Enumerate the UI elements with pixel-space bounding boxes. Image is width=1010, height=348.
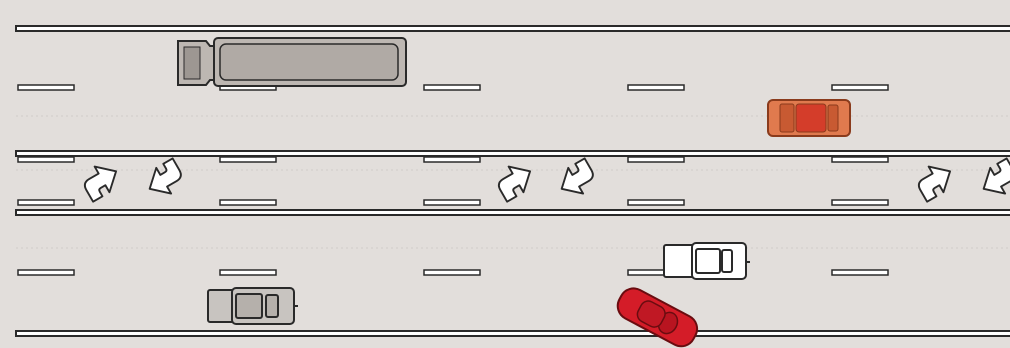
lane-dash-median-top <box>831 156 889 163</box>
left-turn-arrow-up-right-shape <box>83 165 118 203</box>
red-car-roof <box>636 300 666 328</box>
left-turn-arrow-down-left-icon <box>982 157 1010 195</box>
lane-dash-lower <box>219 269 277 276</box>
turn-arrows <box>83 157 1010 203</box>
truck-cab-window <box>183 46 201 80</box>
left-turn-arrow-down-left-icon <box>560 157 594 195</box>
gray-pickup-roof <box>235 293 263 319</box>
white-pickup[interactable] <box>663 242 750 280</box>
bottom-edge-line <box>15 330 1010 337</box>
gray-pickup-windshield <box>265 294 279 318</box>
lane-dash-upper <box>423 84 481 91</box>
lane-dash-upper <box>831 84 889 91</box>
orange-car-roof <box>795 103 827 133</box>
lane-markings <box>15 25 1010 337</box>
orange-car[interactable] <box>767 99 851 137</box>
lane-dash-median-top <box>627 156 685 163</box>
left-turn-arrow-down-left-icon <box>148 157 182 195</box>
left-turn-arrow-up-right-shape <box>917 165 952 203</box>
lane-dash-upper <box>627 84 685 91</box>
lane-dash-median-bottom <box>831 199 889 206</box>
lane-dash-median-bottom <box>219 199 277 206</box>
white-pickup-windshield <box>721 249 733 273</box>
semi-truck[interactable] <box>177 37 407 87</box>
white-pickup-roof <box>695 248 721 274</box>
orange-car-rear-window <box>827 104 839 132</box>
lane-dash-lower <box>831 269 889 276</box>
truck-trailer-roof <box>219 43 399 81</box>
lane-dash-median-bottom <box>627 199 685 206</box>
lane-dash-median-top <box>219 156 277 163</box>
lane-dash-median-bottom <box>17 199 75 206</box>
red-sports-car[interactable] <box>613 284 702 348</box>
left-turn-arrow-up-right-icon <box>497 165 532 203</box>
lane-dash-median-top <box>17 156 75 163</box>
left-turn-arrow-up-right-shape <box>497 165 532 203</box>
left-turn-arrow-down-left-shape <box>148 157 182 195</box>
orange-car-windshield <box>779 103 795 133</box>
median-line-upper <box>15 150 1010 157</box>
gray-pickup-bed <box>207 289 235 323</box>
top-edge-line <box>15 25 1010 32</box>
lane-dash-median-bottom <box>423 199 481 206</box>
lane-dash-lower <box>17 269 75 276</box>
median-line-lower <box>15 209 1010 216</box>
left-turn-arrow-up-right-icon <box>917 165 952 203</box>
lane-dash-upper <box>17 84 75 91</box>
gray-pickup[interactable] <box>207 287 298 325</box>
lane-dash-lower <box>423 269 481 276</box>
left-turn-arrow-down-left-shape <box>982 157 1010 195</box>
left-turn-arrow-up-right-icon <box>83 165 118 203</box>
lane-dash-median-top <box>423 156 481 163</box>
left-turn-arrow-down-left-shape <box>560 157 594 195</box>
white-pickup-bed <box>663 244 695 278</box>
